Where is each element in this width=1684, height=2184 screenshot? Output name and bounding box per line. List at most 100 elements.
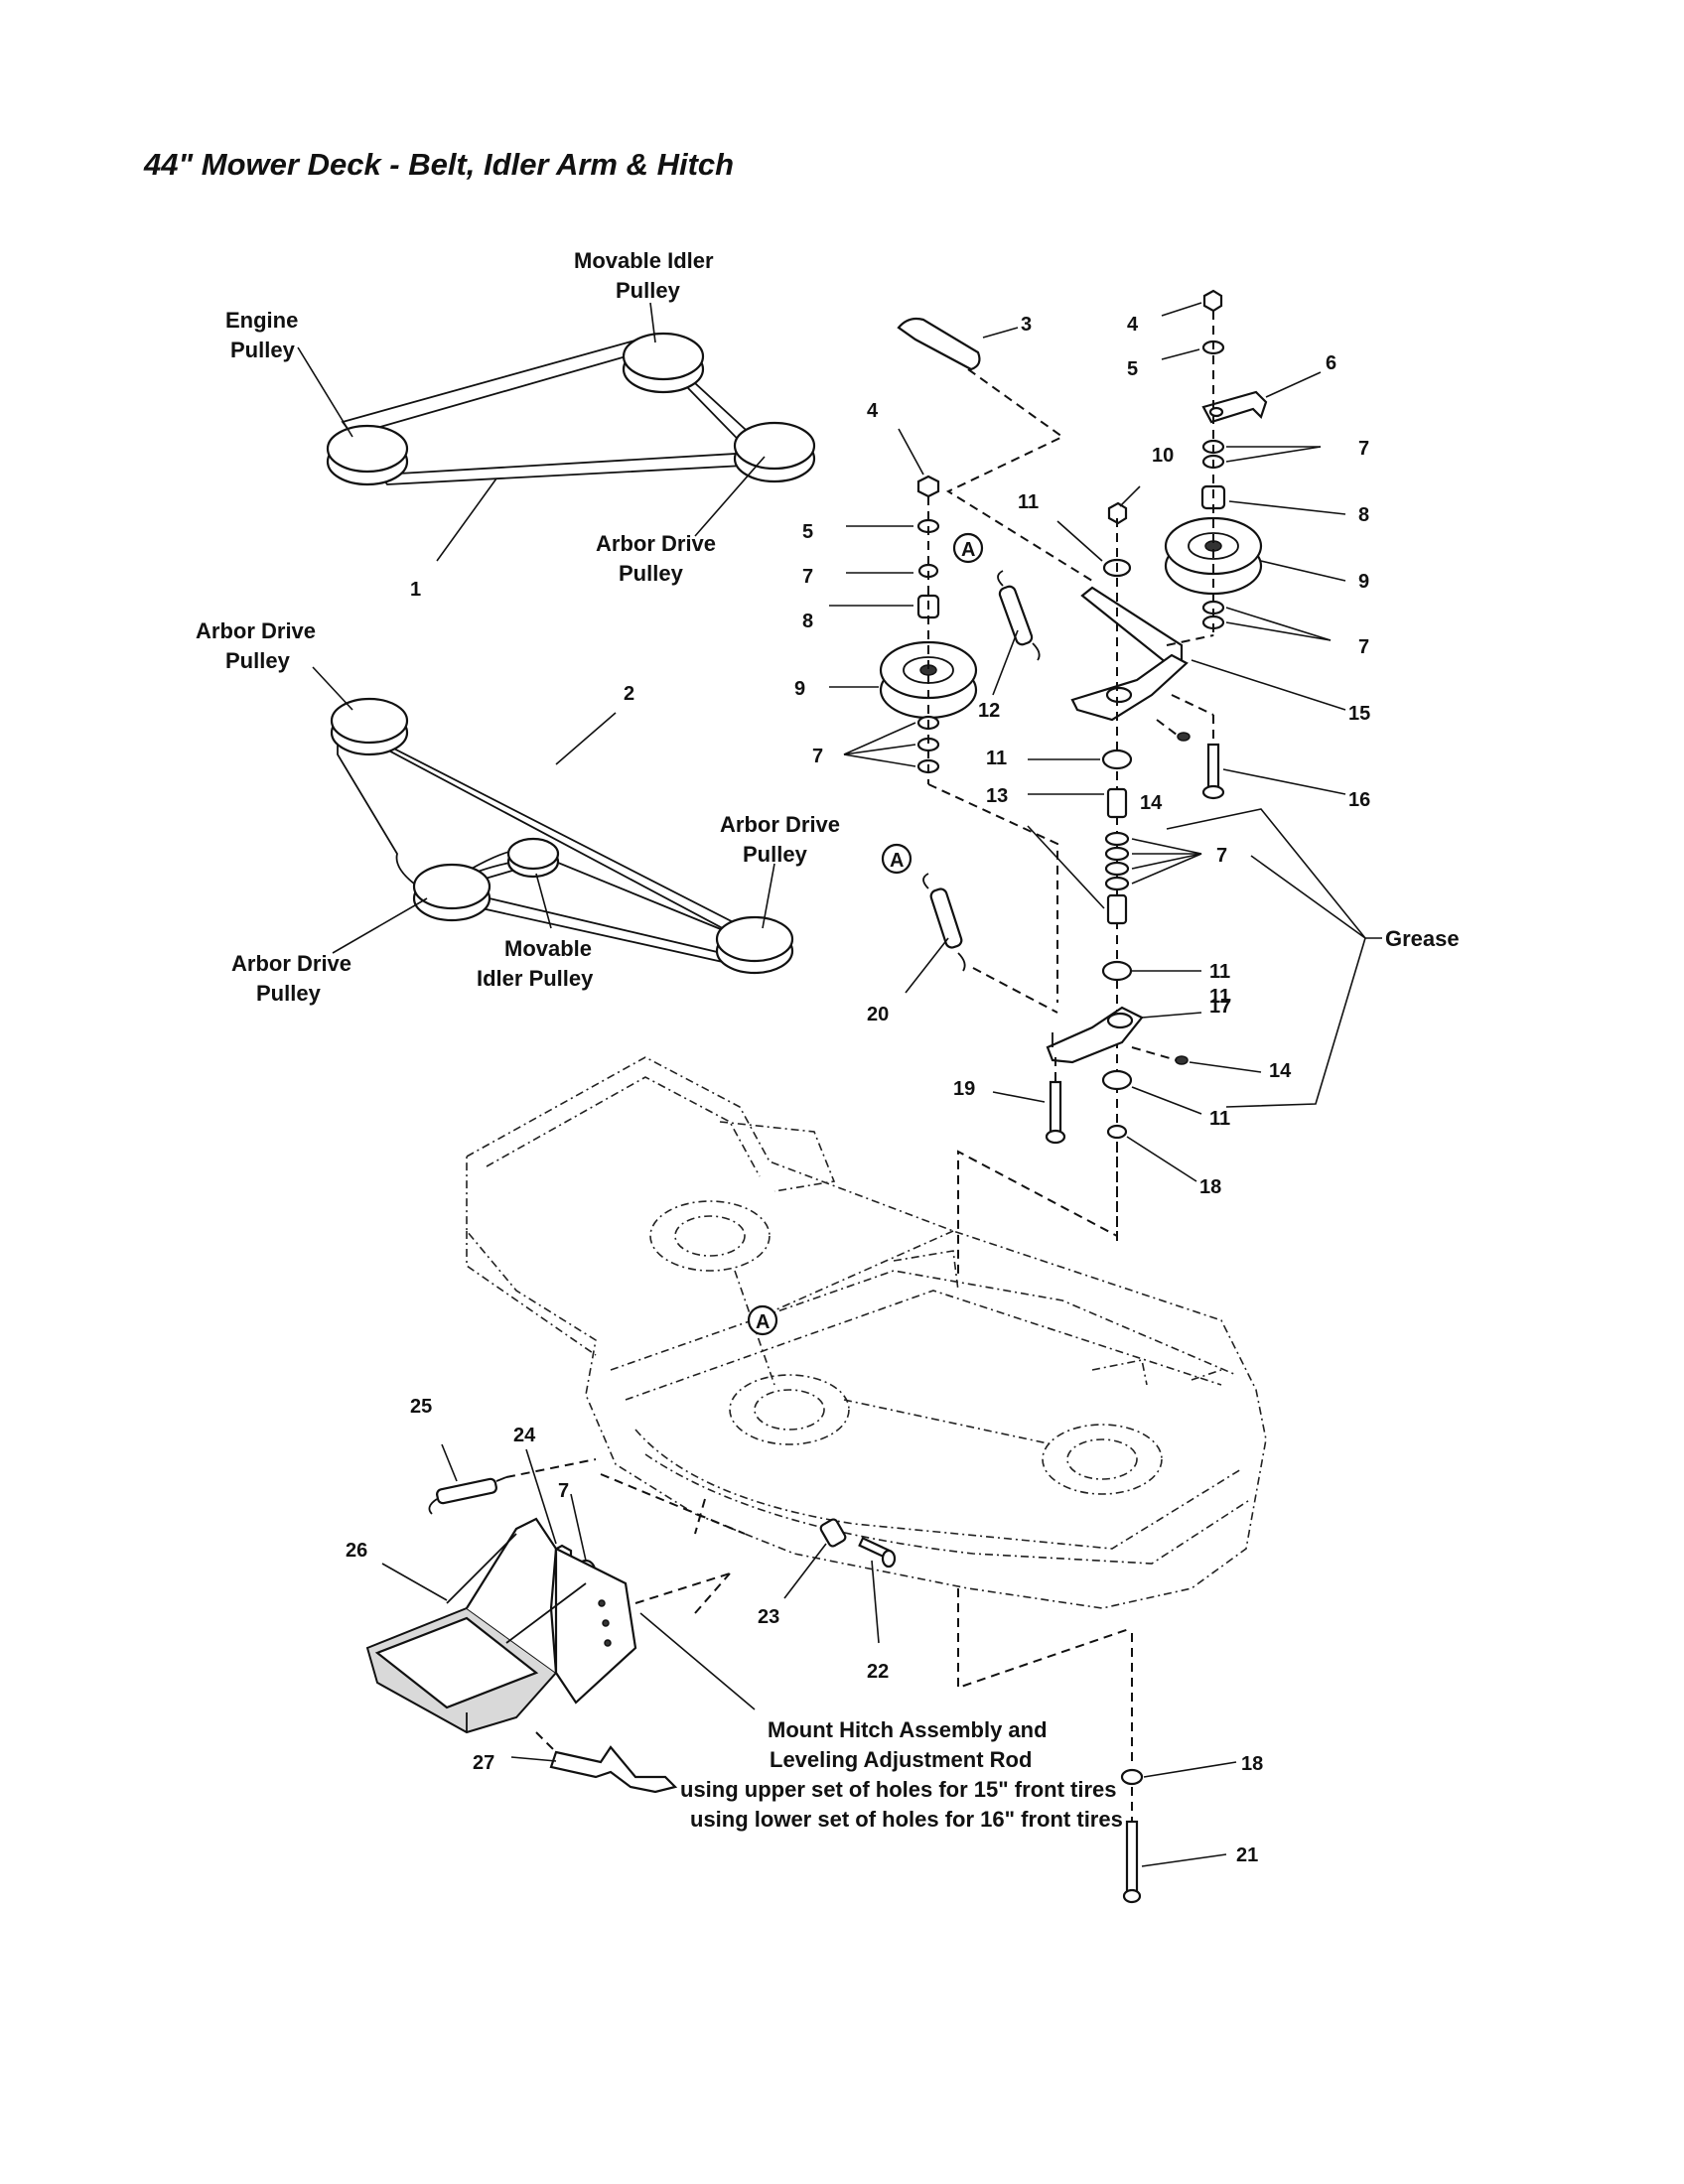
idler-arm-assembly [829,289,1382,1276]
hitch-note-line-3: using upper set of holes for 15" front t… [680,1777,1116,1802]
mower-deck-outline [466,1056,1267,1690]
part-number-11-c: 11 [1209,961,1230,983]
part-number-13: 13 [986,785,1008,807]
part-number-7-f: 7 [558,1480,569,1502]
engine-pulley-shape [326,424,409,486]
part-number-25: 25 [410,1396,432,1418]
part-number-5-left: 5 [802,521,813,543]
label-arbor-drive-top-2: Pulley [619,561,684,586]
part-number-15: 15 [1348,703,1370,725]
arbor-drive-pulley-bottom-shape [412,863,491,922]
part-26-hitch-bracket [365,1517,637,1734]
part-number-21: 21 [1236,1844,1258,1866]
part-number-14-upper: 14 [1140,792,1163,814]
part-number-20: 20 [867,1004,889,1025]
belt-diagram-1 [297,302,816,562]
part-number-4-right: 4 [1127,314,1139,336]
movable-idler-pulley-bottom-shape [506,837,560,879]
part-number-19: 19 [953,1078,975,1100]
part-number-8-right: 8 [1358,504,1369,526]
page-title: 44" Mower Deck - Belt, Idler Arm & Hitch [144,147,735,182]
part-13-spacer-lower [1106,893,1128,925]
part-number-11-a: 11 [1018,491,1039,513]
callout-a-middle-letter: A [890,850,904,872]
part-numbers: 1 2 3 4 4 5 5 6 7 7 7 7 7 7 8 8 9 9 10 1… [346,314,1370,1866]
part-number-9-right: 9 [1358,571,1369,593]
part-9-pulley-right [1164,516,1263,596]
part-11-bushing-2 [1101,749,1133,770]
label-engine-pulley-1: Engine [225,308,298,333]
part-11-bushing-4 [1101,1069,1133,1091]
callout-a-deck-letter: A [756,1311,770,1333]
part-16-bolt [1201,743,1225,800]
part-27-leveling-rod [549,1745,678,1794]
part-number-12: 12 [978,700,1000,722]
part-22-bolt [858,1536,897,1569]
part-number-4-left: 4 [867,400,879,422]
part-4-nut-right [1202,289,1223,313]
label-arbor-drive-right-1: Arbor Drive [720,812,840,837]
label-arbor-drive-bottom-1: Arbor Drive [231,951,351,976]
part-number-23: 23 [758,1606,779,1628]
part-number-24: 24 [513,1425,536,1446]
part-15-idler-arm [1070,586,1189,722]
part-number-8-left: 8 [802,611,813,632]
arbor-drive-pulley-right-shape [715,915,794,975]
label-arbor-drive-top-1: Arbor Drive [596,531,716,556]
arbor-drive-pulley-shape [733,421,816,483]
part-number-14-lower: 14 [1269,1060,1292,1082]
label-arbor-drive-right-2: Pulley [743,842,808,867]
part-20-spring [922,873,966,972]
part-number-7-e: 7 [1216,845,1227,867]
part-number-7-a: 7 [802,566,813,588]
part-number-3: 3 [1021,314,1032,336]
label-movable-idler-top-2: Pulley [616,278,681,303]
label-arbor-drive-bottom-2: Pulley [256,981,322,1006]
label-arbor-drive-left-2: Pulley [225,648,291,673]
arbor-drive-pulley-left-shape [330,697,409,756]
belt-diagram-2 [312,666,794,975]
text-labels: Engine Pulley Movable Idler Pulley Arbor… [196,248,1460,1832]
part-18-washer-upper [1106,1124,1128,1140]
part-number-11-e: 11 [1209,986,1230,1008]
spindle-center [729,1374,850,1445]
part-4-nut-left [916,475,940,498]
part-number-10: 10 [1152,445,1174,467]
part-14-grease-fitting-upper [1177,732,1191,742]
label-movable-idler-top-1: Movable Idler [574,248,714,273]
hitch-assembly [365,1443,1237,1904]
part-23-spacer [819,1518,847,1548]
part-number-5-right: 5 [1127,358,1138,380]
callout-a-upper [952,532,984,564]
part-number-22: 22 [867,1661,889,1683]
part-25-spring [428,1476,507,1515]
part-number-26: 26 [346,1540,367,1562]
part-3-grip [897,317,981,371]
part-number-1: 1 [410,579,421,601]
hitch-note-line-2: Leveling Adjustment Rod [770,1747,1032,1772]
part-number-11-b: 11 [986,748,1007,769]
part-number-7-c: 7 [1358,636,1369,658]
hitch-note-line-4: using lower set of holes for 16" front t… [690,1807,1123,1832]
callout-a-middle [881,843,912,875]
movable-idler-pulley-shape [622,332,705,394]
hitch-note-line-1: Mount Hitch Assembly and [768,1717,1048,1742]
spindle-left [649,1200,771,1272]
part-number-2: 2 [624,683,634,705]
part-12-spring [997,570,1041,661]
callout-a-upper-letter: A [961,539,975,561]
part-10-nut [1107,501,1128,525]
part-18-washer-lower [1120,1768,1144,1786]
part-17-lower-arm [1046,1006,1144,1064]
part-number-18-upper: 18 [1199,1176,1221,1198]
part-number-11-d: 11 [1209,1108,1230,1130]
part-number-7-d: 7 [812,746,823,767]
part-19-bolt [1045,1080,1066,1145]
label-movable-idler-bottom-2: Idler Pulley [477,966,594,991]
part-number-17: 17 [1209,996,1231,1018]
part-14-grease-fitting-lower [1175,1055,1189,1065]
part-number-6: 6 [1326,352,1336,374]
part-number-16: 16 [1348,789,1370,811]
